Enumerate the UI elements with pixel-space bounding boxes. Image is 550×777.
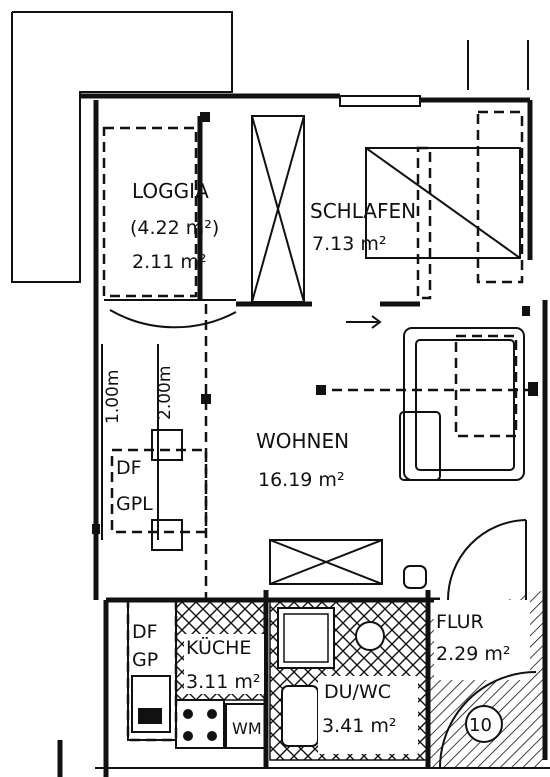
loggia-area: 2.11 m² [132, 251, 206, 273]
kueche-area: 3.11 m² [186, 671, 260, 693]
gp-label: GP [132, 649, 158, 671]
df-label-2: DF [132, 621, 158, 643]
schlafen-room: SCHLAFEN 7.13 m² [310, 110, 524, 329]
kueche-label: KÜCHE [186, 636, 251, 659]
df-label: DF [116, 457, 142, 479]
neighbor-outline [11, 11, 529, 283]
wall-markers [92, 306, 530, 534]
unit-number: 10 [469, 715, 492, 736]
loggia-room: LOGGIA (4.22 m²) 2.11 m² [102, 112, 236, 301]
wohnen-room: WOHNEN 16.19 m² [256, 327, 538, 491]
wohnen-area: 16.19 m² [258, 469, 345, 491]
loggia-label: LOGGIA [132, 179, 209, 203]
kueche-room: WM DF GP KÜCHE 3.11 m² [126, 598, 267, 749]
wardrobe [236, 115, 312, 307]
du-wc-room: DU/WC 3.41 m² [269, 599, 429, 761]
flur-label: FLUR [436, 611, 484, 633]
flur-area: 2.29 m² [436, 643, 510, 665]
wm-label: WM [232, 719, 262, 738]
loggia-area-full: (4.22 m²) [130, 217, 219, 239]
dimension-1: 1.00m [103, 370, 123, 424]
du-wc-label: DU/WC [324, 681, 391, 703]
dimension-2: 2.00m [155, 366, 175, 420]
flur-room: 10 FLUR 2.29 m² [430, 519, 545, 769]
wohnen-label: WOHNEN [256, 429, 349, 453]
gpl-label: GPL [116, 493, 153, 515]
loggia-door [109, 304, 237, 600]
schlafen-area: 7.13 m² [312, 233, 386, 255]
dining-table: DF GPL [110, 429, 208, 551]
schlafen-label: SCHLAFEN [310, 199, 416, 223]
du-wc-area: 3.41 m² [322, 715, 396, 737]
